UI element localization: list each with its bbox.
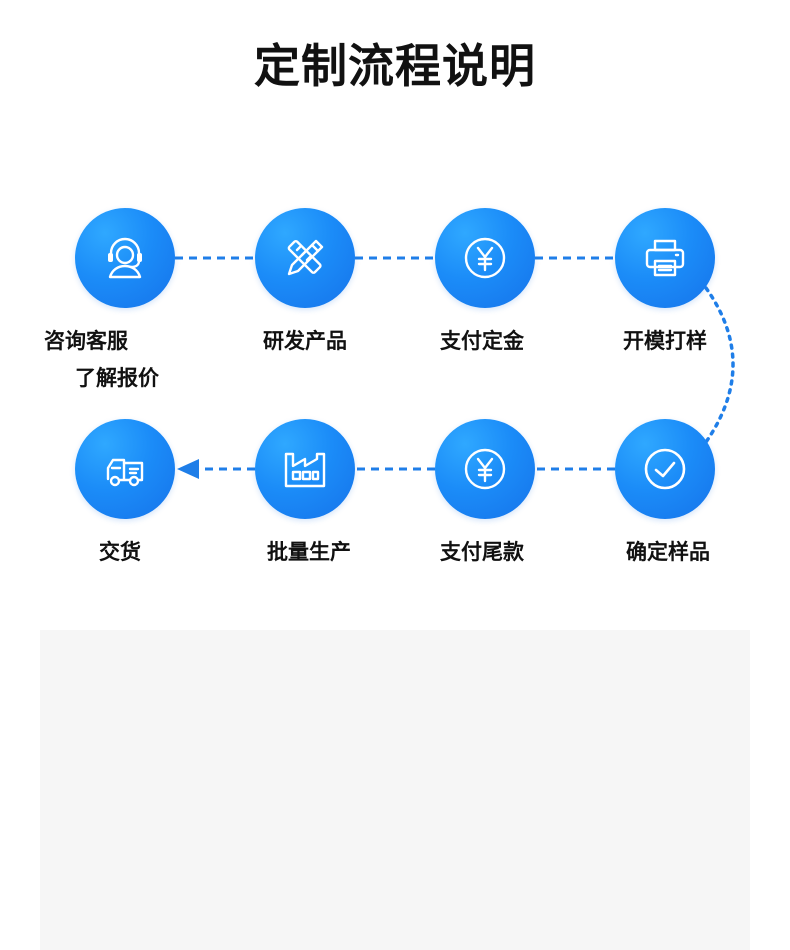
step-label: 开模打样 — [623, 329, 707, 353]
yuan-coin-icon — [464, 237, 506, 279]
step-label: 咨询客服 — [44, 329, 128, 353]
process-flow-diagram: 咨询客服 了解报价 研发产品 支付定金 开模打样 确定样品 支付尾款 批量生产 … — [44, 208, 735, 564]
step-pay-balance — [435, 419, 535, 519]
factory-icon — [284, 452, 326, 488]
connector-step4-step5 — [704, 286, 735, 444]
flow-connectors — [175, 256, 735, 479]
content-panel — [40, 630, 750, 950]
step-consult-service — [75, 208, 175, 308]
step-label: 支付尾款 — [440, 540, 524, 564]
step-label-second-line: 了解报价 — [75, 366, 159, 390]
step-confirm-sample — [615, 419, 715, 519]
headset-agent-icon — [108, 237, 142, 279]
step-mold-sample — [615, 208, 715, 308]
yuan-coin-icon — [464, 448, 506, 490]
page-title: 定制流程说明 — [254, 39, 536, 93]
step-label: 确定样品 — [626, 540, 710, 564]
pencil-ruler-icon — [287, 239, 324, 276]
step-delivery — [75, 419, 175, 519]
step-label: 批量生产 — [267, 540, 351, 564]
step-mass-production — [255, 419, 355, 519]
check-circle-icon — [644, 448, 686, 490]
delivery-truck-icon — [106, 458, 144, 487]
step-develop-product — [255, 208, 355, 308]
step-label: 支付定金 — [440, 329, 524, 353]
printer-icon — [645, 239, 685, 277]
step-label: 研发产品 — [263, 329, 347, 353]
arrow-head-icon — [177, 459, 199, 479]
step-label: 交货 — [99, 540, 141, 564]
step-pay-deposit — [435, 208, 535, 308]
